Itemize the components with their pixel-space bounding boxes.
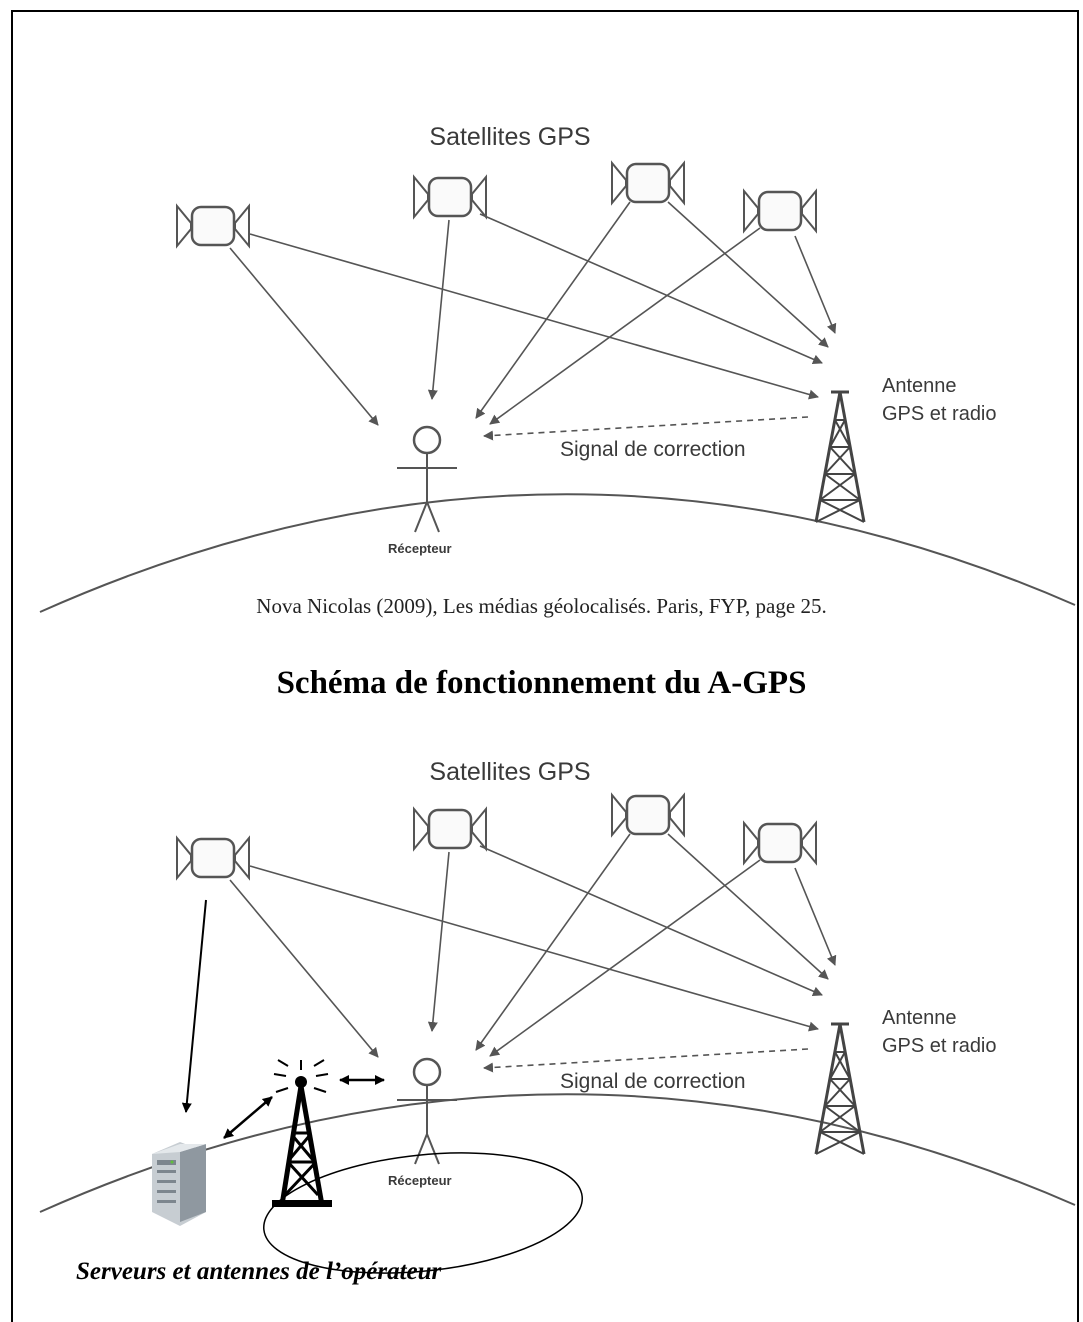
satellite-2-top bbox=[412, 175, 488, 219]
page-frame bbox=[11, 10, 1079, 1322]
satellite-1-top bbox=[175, 204, 251, 248]
receiver-label-bottom: Récepteur bbox=[388, 1173, 452, 1188]
antenna-label-line1-bottom: Antenne bbox=[882, 1007, 957, 1029]
satellites-label-top: Satellites GPS bbox=[429, 123, 590, 151]
satellite-4-bottom bbox=[742, 821, 818, 865]
bottom-panel: Satellites GPS Antenne GPS et radio Sign… bbox=[39, 758, 1076, 1274]
operator-caption: Serveurs et antennes de l’opérateur bbox=[76, 1258, 442, 1285]
receiver-figure-bottom bbox=[395, 1057, 459, 1166]
satellite-3-top bbox=[610, 161, 686, 205]
satellite-1-bottom bbox=[175, 836, 251, 880]
signal-arrows-top bbox=[229, 201, 837, 441]
receiver-figure-top bbox=[395, 425, 459, 534]
satellite-2-bottom bbox=[412, 807, 488, 851]
citation-caption: Nova Nicolas (2009), Les médias géolocal… bbox=[256, 594, 827, 618]
satellite-3-bottom bbox=[610, 793, 686, 837]
receiver-label-top: Récepteur bbox=[388, 541, 452, 556]
page-title: Schéma de fonctionnement du A-GPS bbox=[276, 665, 807, 701]
operator-zone-ellipse bbox=[263, 1152, 583, 1274]
earth-horizon-top bbox=[39, 493, 1076, 613]
antenna-label-line1-top: Antenne bbox=[882, 375, 957, 397]
satellite-to-server-arrow bbox=[181, 899, 207, 1113]
top-panel: Satellites GPS Antenne GPS et radio Sign… bbox=[39, 123, 1076, 613]
antenna-label-line2-top: GPS et radio bbox=[882, 403, 997, 425]
antenna-label-line2-bottom: GPS et radio bbox=[882, 1035, 997, 1057]
gps-antenna-tower-top bbox=[814, 390, 866, 524]
server-icon bbox=[152, 1142, 206, 1226]
correction-label-bottom: Signal de correction bbox=[560, 1070, 746, 1093]
signal-arrows-bottom bbox=[229, 833, 837, 1073]
server-tower-link-arrow bbox=[223, 1096, 273, 1139]
gps-antenna-tower-bottom bbox=[814, 1022, 866, 1156]
satellite-4-top bbox=[742, 189, 818, 233]
satellites-label-bottom: Satellites GPS bbox=[429, 758, 590, 786]
correction-label-top: Signal de correction bbox=[560, 438, 746, 461]
operator-cell-tower-icon bbox=[272, 1059, 332, 1207]
